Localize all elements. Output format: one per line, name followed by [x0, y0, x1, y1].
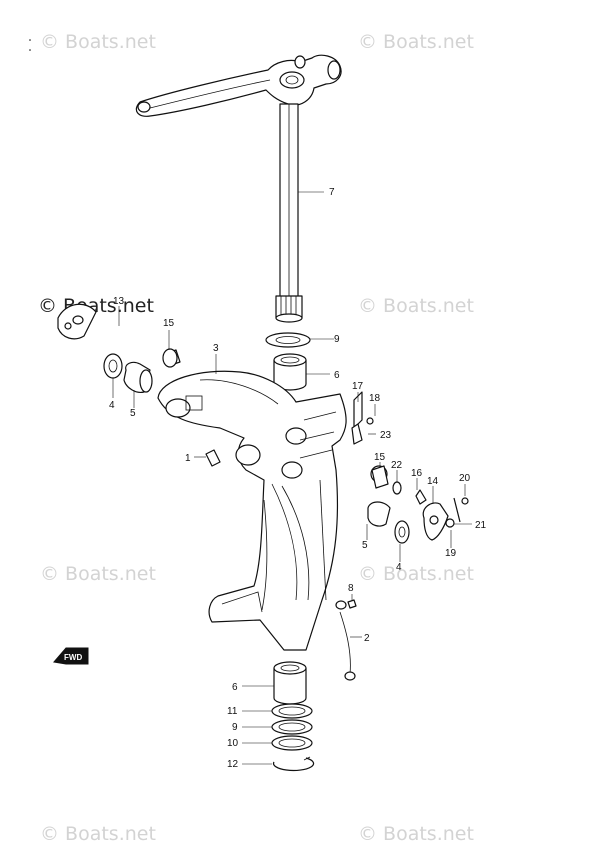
swivel-bracket	[157, 370, 347, 651]
watermark: © Boats.net	[358, 823, 474, 845]
watermark: © Boats.net	[358, 295, 474, 317]
callout-23: 23	[380, 430, 392, 441]
bushing-bottom	[273, 661, 307, 705]
callout-22: 22	[391, 460, 403, 471]
steering-arm	[135, 54, 342, 117]
watermark: © Boats.net	[40, 563, 156, 585]
callout-6: 6	[232, 682, 238, 693]
callout-11: 11	[227, 706, 238, 717]
bushing-top	[273, 353, 307, 391]
callout-15: 15	[374, 452, 386, 463]
watermark: © Boats.net	[358, 563, 474, 585]
watermark: © Boats.net	[358, 31, 474, 53]
callout-12: 12	[227, 759, 239, 770]
callout-9: 9	[334, 334, 340, 345]
callout-4: 4	[109, 400, 115, 411]
callout-5: 5	[130, 408, 136, 419]
callout-21: 21	[475, 520, 487, 531]
callout-6: 6	[334, 370, 340, 381]
callout-labels: 7 9 6 13 15 3 4 5 1 17 18 23 15 22 16 14…	[109, 187, 487, 770]
callout-4: 4	[396, 562, 402, 573]
left-side-parts	[57, 303, 181, 393]
callout-17: 17	[352, 381, 364, 392]
callout-10: 10	[227, 738, 239, 749]
callout-1: 1	[185, 453, 191, 464]
callout-5: 5	[362, 540, 368, 551]
dot-mark	[29, 39, 31, 41]
callout-3: 3	[213, 343, 219, 354]
ground-wire	[335, 599, 357, 681]
callout-18: 18	[369, 393, 381, 404]
fwd-label: FWD	[64, 653, 82, 662]
clip-part-1	[205, 449, 221, 467]
watermark: © Boats.net	[40, 823, 156, 845]
watermark-dark: © Boats.net	[38, 295, 154, 317]
callout-13: 13	[113, 296, 125, 307]
callout-2: 2	[364, 633, 370, 644]
washer-stack	[271, 703, 315, 772]
fwd-arrow: FWD	[53, 647, 89, 665]
callout-14: 14	[427, 476, 439, 487]
callout-15: 15	[163, 318, 175, 329]
right-side-parts	[351, 391, 469, 544]
watermark: © Boats.net	[40, 31, 156, 53]
callout-8: 8	[348, 583, 354, 594]
callout-7: 7	[329, 187, 335, 198]
steering-shaft	[275, 103, 303, 323]
callout-19: 19	[445, 548, 457, 559]
leader-lines	[112, 191, 472, 765]
dot-mark	[29, 49, 31, 51]
callout-16: 16	[411, 468, 423, 479]
callout-9: 9	[232, 722, 238, 733]
callout-20: 20	[459, 473, 471, 484]
washer-top	[265, 332, 311, 348]
